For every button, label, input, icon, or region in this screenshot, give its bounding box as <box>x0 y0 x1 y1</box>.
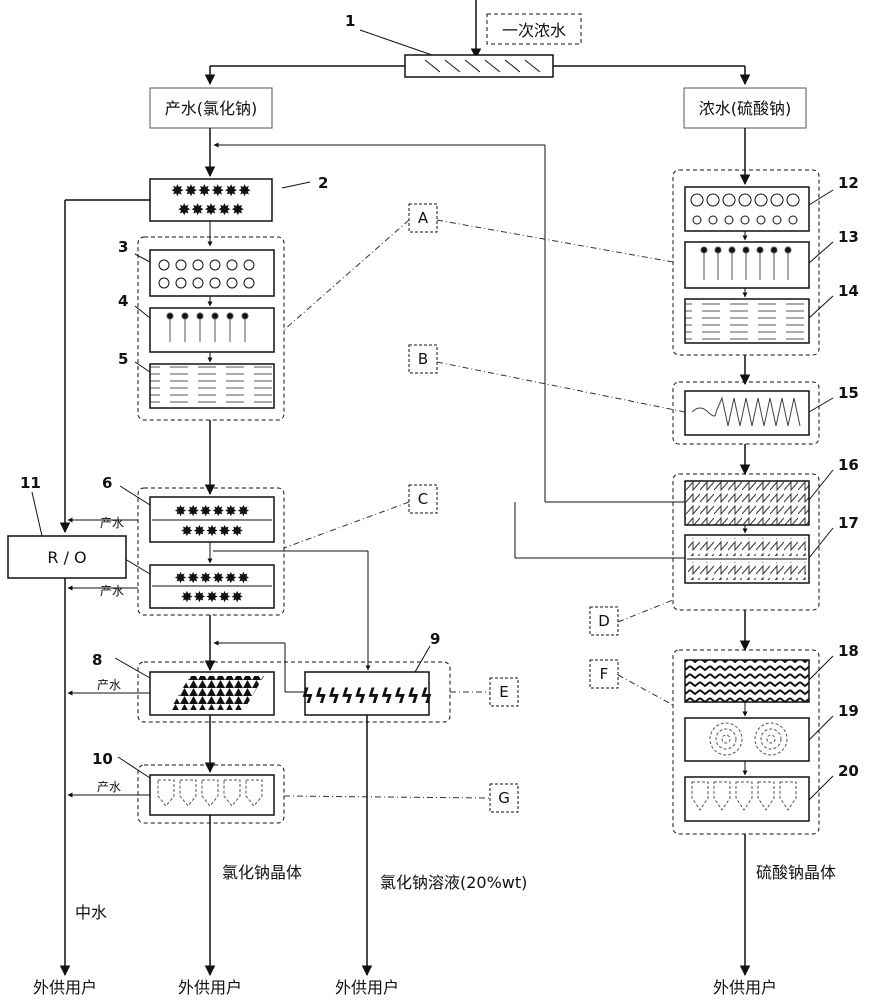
branch-left-box: 产水(氯化钠) <box>149 87 273 129</box>
number-5: 5 <box>118 350 128 368</box>
unit-2: ✸✸✸✸✸✸ ✸✸✸✸✸ <box>149 178 273 222</box>
number-3: 3 <box>118 238 128 256</box>
branch-left-label: 产水(氯化钠) <box>165 99 258 118</box>
group-label-e: E <box>489 677 519 707</box>
unit-1-separator <box>404 54 554 78</box>
unit-16 <box>684 480 810 526</box>
svg-text:✸✸✸✸✸✸: ✸✸✸✸✸✸ <box>174 502 249 520</box>
unit-4 <box>149 307 275 353</box>
group-e-box <box>137 661 451 723</box>
number-1: 1 <box>345 12 355 30</box>
unit-18 <box>684 659 810 703</box>
group-a-left-box <box>137 236 285 421</box>
svg-text:ϟϟϟϟϟϟϟϟϟϟ: ϟϟϟϟϟϟϟϟϟϟ <box>301 684 433 708</box>
number-11: 11 <box>20 474 41 492</box>
unit-10 <box>149 774 275 816</box>
group-label-g: G <box>489 783 519 813</box>
outlet-ro: 外供用户 <box>33 978 97 997</box>
group-label-f: F <box>589 659 619 689</box>
branch-right-box: 浓水(硫酸钠) <box>683 87 807 129</box>
group-label-a: A <box>408 203 438 233</box>
nacl-solution-label: 氯化钠溶液(20%wt) <box>380 873 527 892</box>
svg-text:✸✸✸✸✸: ✸✸✸✸✸ <box>181 522 244 540</box>
unit-9: ϟϟϟϟϟϟϟϟϟϟ <box>301 671 433 716</box>
svg-text:E: E <box>499 683 508 701</box>
number-9: 9 <box>430 630 440 648</box>
unit-20 <box>684 776 810 822</box>
number-12: 12 <box>838 174 859 192</box>
unit-13 <box>684 241 810 289</box>
group-f-box <box>672 649 820 835</box>
unit-11-ro: R / O <box>7 535 127 579</box>
nacl-crystal-label: 氯化钠晶体 <box>222 863 302 882</box>
number-8: 8 <box>92 651 102 669</box>
side-label-6: 产水 <box>100 516 124 530</box>
number-15: 15 <box>838 384 859 402</box>
svg-text:✸✸✸✸✸✸: ✸✸✸✸✸✸ <box>171 181 251 200</box>
number-13: 13 <box>838 228 859 246</box>
group-a-right-box <box>672 169 820 356</box>
svg-text:D: D <box>598 612 610 630</box>
ro-label: R / O <box>47 548 86 567</box>
svg-text:G: G <box>498 789 510 807</box>
unit-8 <box>149 671 275 716</box>
group-label-b: B <box>408 344 438 374</box>
side-label-7: 产水 <box>100 584 124 598</box>
svg-text:A: A <box>418 209 429 227</box>
svg-text:C: C <box>418 490 428 508</box>
number-4: 4 <box>118 292 128 310</box>
svg-text:✸✸✸✸✸: ✸✸✸✸✸ <box>177 200 244 219</box>
unit-19 <box>684 717 810 762</box>
mid-water-label: 中水 <box>75 903 107 922</box>
na2so4-crystal-label: 硫酸钠晶体 <box>756 863 836 882</box>
outlet-na2so4: 外供用户 <box>713 978 777 997</box>
svg-text:✸✸✸✸✸✸: ✸✸✸✸✸✸ <box>174 569 249 587</box>
side-label-10: 产水 <box>97 780 121 794</box>
number-20: 20 <box>838 762 859 780</box>
number-14: 14 <box>838 282 859 300</box>
unit-12 <box>684 186 810 232</box>
input-box: 一次浓水 <box>486 13 582 45</box>
group-g-box <box>137 764 285 824</box>
unit-15 <box>684 390 810 436</box>
group-d-box <box>672 473 820 611</box>
number-16: 16 <box>838 456 859 474</box>
side-label-8: 产水 <box>97 678 121 692</box>
number-2: 2 <box>318 174 328 192</box>
unit-17 <box>684 534 810 584</box>
input-label: 一次浓水 <box>502 21 566 40</box>
svg-text:F: F <box>600 665 609 683</box>
group-b-box <box>672 381 820 445</box>
number-17: 17 <box>838 514 859 532</box>
unit-5 <box>149 363 275 409</box>
branch-right-label: 浓水(硫酸钠) <box>699 99 792 118</box>
group-label-c: C <box>408 484 438 514</box>
number-19: 19 <box>838 702 859 720</box>
group-c-box <box>137 487 285 616</box>
unit-6: ✸✸✸✸✸✸ ✸✸✸✸✸ <box>149 496 275 543</box>
unit-14 <box>684 298 810 344</box>
number-6: 6 <box>102 474 112 492</box>
outlet-nacl-solution: 外供用户 <box>335 978 399 997</box>
svg-text:B: B <box>418 350 428 368</box>
number-18: 18 <box>838 642 859 660</box>
unit-7: ✸✸✸✸✸✸ ✸✸✸✸✸ <box>149 564 275 609</box>
svg-text:✸✸✸✸✸: ✸✸✸✸✸ <box>181 588 244 606</box>
group-label-d: D <box>589 606 619 636</box>
number-10: 10 <box>92 750 113 768</box>
unit-3 <box>149 249 275 297</box>
outlet-nacl-crystal: 外供用户 <box>178 978 242 997</box>
